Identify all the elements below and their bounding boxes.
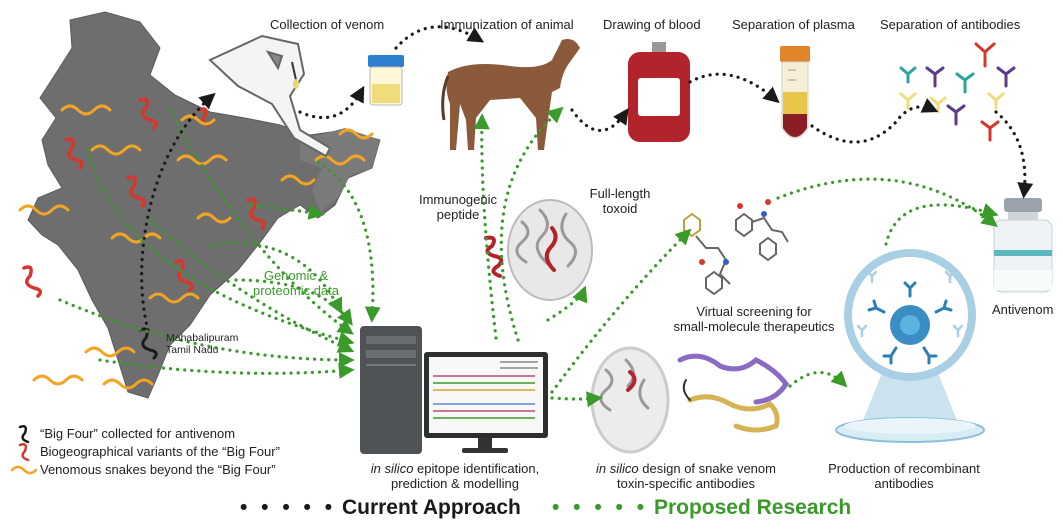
step-collection-of-venom: Collection of venom <box>270 17 385 32</box>
in-silico-design-line2: toxin-specific antibodies <box>616 476 756 491</box>
legend-big-four-text: “Big Four” collected for antivenom <box>40 426 236 441</box>
in-silico-design-rest: design of snake venom <box>638 461 776 476</box>
virtual-screening-line2: small-molecule therapeutics <box>673 319 835 334</box>
legend-venomous-beyond: Venomous snakes beyond the “Big Four” <box>40 462 276 477</box>
genomic-line1: Genomic & <box>263 268 329 283</box>
step-antivenom: Antivenom <box>992 302 1054 317</box>
proposed-dots: • • • • • <box>552 496 649 519</box>
full-length-toxoid-line1: Full-length <box>589 186 651 201</box>
recombinant-line2: antibodies <box>874 476 934 491</box>
orange-snake-icon <box>148 292 200 304</box>
orange-snake-icon <box>280 174 316 186</box>
small-molecule-structures <box>683 199 789 296</box>
legend-current-approach: • • • • • Current Approach <box>240 496 521 520</box>
full-length-toxoid-line2: toxoid <box>602 201 638 216</box>
in-silico-epitope-line2: prediction & modelling <box>391 476 519 491</box>
orange-snake-icon <box>110 232 162 244</box>
immunogenic-peptide-line2: peptide <box>436 207 480 222</box>
legend-orange-snake-icon <box>10 465 38 475</box>
snake-head-illustration <box>208 34 332 158</box>
antibody-design-structures <box>590 346 790 454</box>
legend-biogeographical: Biogeographical variants of the “Big Fou… <box>40 444 280 459</box>
location-line1: Mahabalipuram <box>166 332 239 344</box>
orange-snake-icon <box>18 204 70 216</box>
red-snake-icon <box>174 259 194 292</box>
orange-snake-icon <box>102 378 154 390</box>
in-silico-epitope-label: in silico epitope identification, predic… <box>350 461 560 491</box>
red-snake-icon <box>64 137 84 170</box>
in-silico-design-label: in silico design of snake venom toxin-sp… <box>586 461 786 491</box>
red-snake-icon <box>22 265 42 298</box>
current-approach-text: Current Approach <box>341 496 521 519</box>
virtual-screening-line1: Virtual screening for <box>696 304 812 319</box>
step-drawing-of-blood: Drawing of blood <box>603 17 701 32</box>
proposed-research-arrows <box>58 106 999 408</box>
location-label: Mahabalipuram Tamil Nadu <box>166 332 238 356</box>
orange-snake-icon <box>60 104 112 116</box>
genomic-proteomic-label: Genomic & proteomic data <box>234 268 358 298</box>
recombinant-label: Production of recombinant antibodies <box>814 461 994 491</box>
plasma-tube-icon <box>780 46 810 139</box>
orange-snake-icon <box>90 144 142 156</box>
orange-snake-icon <box>180 114 216 126</box>
red-snake-icon <box>246 197 266 230</box>
recombinant-line1: Production of recombinant <box>828 461 980 476</box>
legend-red-snake-icon <box>18 443 30 462</box>
venom-jar-icon <box>368 55 404 106</box>
immunogenic-peptide-label: Immunogenic peptide <box>418 192 498 222</box>
horse-illustration <box>441 39 580 150</box>
location-line2: Tamil Nadu <box>166 344 219 356</box>
step-separation-of-antibodies: Separation of antibodies <box>880 17 1021 32</box>
toxoid-structure <box>507 199 593 301</box>
current-approach-arrows <box>140 25 1034 332</box>
legend-biogeographical-text: Biogeographical variants of the “Big Fou… <box>40 444 280 459</box>
full-length-toxoid-label: Full-length toxoid <box>580 186 660 216</box>
legend-venomous-beyond-text: Venomous snakes beyond the “Big Four” <box>40 462 276 477</box>
immunogenic-peptide-line1: Immunogenic <box>418 192 498 207</box>
legend-big-four: “Big Four” collected for antivenom <box>40 426 235 441</box>
orange-snake-icon <box>84 346 136 358</box>
in-silico-design-line1: in silico design of snake venom <box>586 461 786 476</box>
antivenom-vial-icon <box>993 198 1053 293</box>
legend-black-snake-icon <box>18 425 30 444</box>
proposed-research-text: Proposed Research <box>653 496 852 519</box>
orange-snake-icon <box>196 212 232 224</box>
virtual-screening-label: Virtual screening for small-molecule the… <box>664 304 844 334</box>
computer-illustration <box>360 326 548 454</box>
legend-proposed-research: • • • • • Proposed Research <box>552 496 851 520</box>
in-silico-italic: in silico <box>370 461 414 476</box>
orange-snake-icon <box>32 374 84 386</box>
current-dots: • • • • • <box>240 496 337 519</box>
petri-dish-magnifier <box>835 249 985 443</box>
in-silico-epitope-line1: in silico epitope identification, <box>350 461 560 476</box>
genomic-line2: proteomic data <box>253 283 339 298</box>
step-immunization-of-animal: Immunization of animal <box>440 17 574 32</box>
in-silico-italic: in silico <box>596 461 639 476</box>
orange-snake-icon <box>338 128 374 140</box>
red-snake-icon <box>138 97 158 130</box>
immunogenic-peptide-structure <box>484 235 504 278</box>
in-silico-epitope-rest: epitope identification, <box>413 461 540 476</box>
step-separation-of-plasma: Separation of plasma <box>732 17 855 32</box>
blood-bag-icon <box>628 42 690 142</box>
red-snake-icon <box>126 175 146 208</box>
antibodies-icon <box>899 42 1016 142</box>
